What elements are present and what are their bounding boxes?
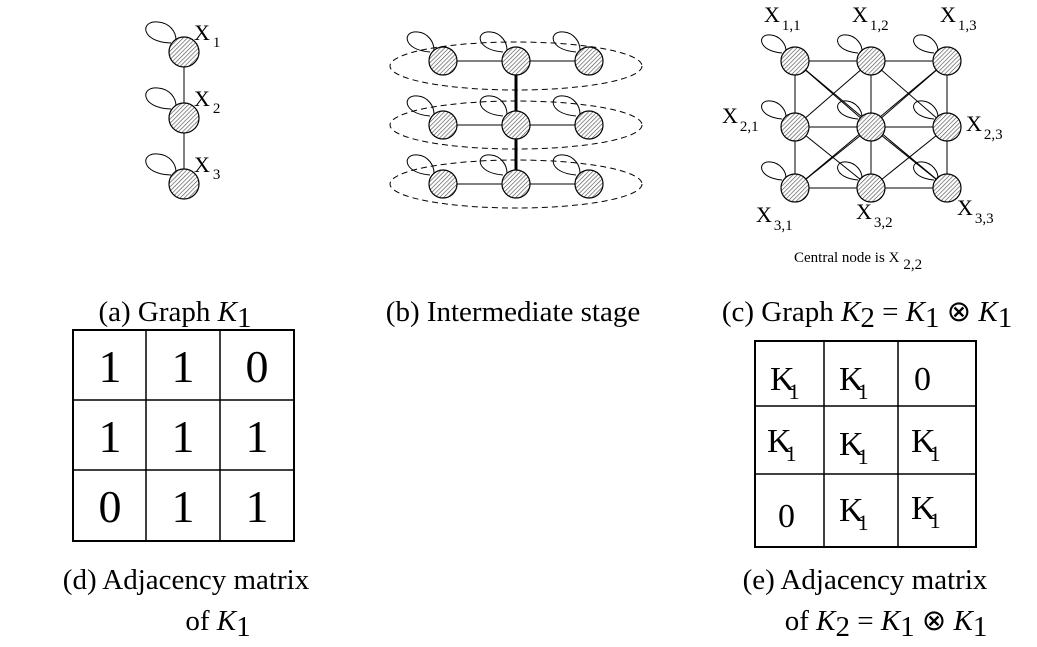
node-x23 <box>932 112 962 142</box>
edge <box>794 60 872 128</box>
cell-e-2-2: K1 <box>839 426 869 469</box>
caption-b: (b) Intermediate stage <box>386 296 640 328</box>
node-x11 <box>780 46 810 76</box>
self-loop <box>552 95 581 117</box>
edge <box>870 60 948 128</box>
caption-d-line2: of K1 <box>185 605 250 643</box>
node <box>428 46 458 76</box>
self-loop <box>479 154 508 176</box>
self-loop <box>837 161 863 181</box>
node <box>501 46 531 76</box>
self-loop <box>913 161 939 181</box>
matrix-border <box>72 329 295 542</box>
caption-e-line1: (e) Adjacency matrix <box>743 564 988 596</box>
self-loop <box>145 21 177 44</box>
node <box>501 169 531 199</box>
node-x12 <box>856 46 886 76</box>
panel-b-graph <box>389 31 643 209</box>
self-loop <box>552 154 581 176</box>
cell-3-3: 1 <box>246 481 269 532</box>
cell-e-3-1: 0 <box>778 498 795 535</box>
edge <box>794 126 872 189</box>
node-x1 <box>168 36 200 68</box>
cell-e-1-1: K1 <box>770 361 800 404</box>
cell-1-1: 1 <box>99 341 122 392</box>
cell-e-1-3: 0 <box>914 361 931 398</box>
cell-e-1-2: K1 <box>839 361 869 404</box>
cell-2-2: 1 <box>172 411 195 462</box>
caption-e-line2: of K2 = K1 ⊗ K1 <box>785 605 988 643</box>
self-loop <box>479 31 508 53</box>
cell-e-3-3: K1 <box>911 490 941 533</box>
self-loop <box>552 31 581 53</box>
cell-2-3: 1 <box>246 411 269 462</box>
caption-d-line1: (d) Adjacency matrix <box>63 564 310 596</box>
cell-1-2: 1 <box>172 341 195 392</box>
self-loop <box>837 34 863 54</box>
self-loop <box>479 95 508 117</box>
matrix-e: K1 K1 0 K1 K1 K1 0 K1 K1 <box>754 340 977 548</box>
self-loop <box>761 161 787 181</box>
edge <box>870 126 948 189</box>
self-loop <box>145 153 177 176</box>
node-x22 <box>856 112 886 142</box>
node <box>574 110 604 140</box>
node <box>501 110 531 140</box>
node-x33 <box>932 173 962 203</box>
self-loop <box>406 154 435 176</box>
matrix-d: 1 1 0 1 1 1 0 1 1 <box>72 329 295 542</box>
self-loop <box>761 100 787 120</box>
node <box>428 169 458 199</box>
self-loop <box>913 100 939 120</box>
cell-2-1: 1 <box>99 411 122 462</box>
self-loop <box>145 87 177 110</box>
node-x32 <box>856 173 886 203</box>
node-x2 <box>168 102 200 134</box>
cell-3-1: 0 <box>99 481 122 532</box>
node <box>428 110 458 140</box>
cell-1-3: 0 <box>246 341 269 392</box>
cell-e-3-2: K1 <box>839 492 869 535</box>
node <box>574 169 604 199</box>
caption-c: (c) Graph K2 = K1 ⊗ K1 <box>722 296 1012 334</box>
self-loop <box>837 100 863 120</box>
cell-e-2-3: K1 <box>911 423 941 466</box>
node-x13 <box>932 46 962 76</box>
matrix-border <box>754 340 977 548</box>
node-x21 <box>780 112 810 142</box>
node <box>574 46 604 76</box>
self-loop <box>406 95 435 117</box>
self-loop <box>406 31 435 53</box>
self-loop <box>913 34 939 54</box>
node-x3 <box>168 168 200 200</box>
cell-3-2: 1 <box>172 481 195 532</box>
cell-e-2-1: K1 <box>767 423 797 466</box>
node-x31 <box>780 173 810 203</box>
caption-a: (a) Graph K1 <box>98 296 251 334</box>
self-loop <box>761 34 787 54</box>
